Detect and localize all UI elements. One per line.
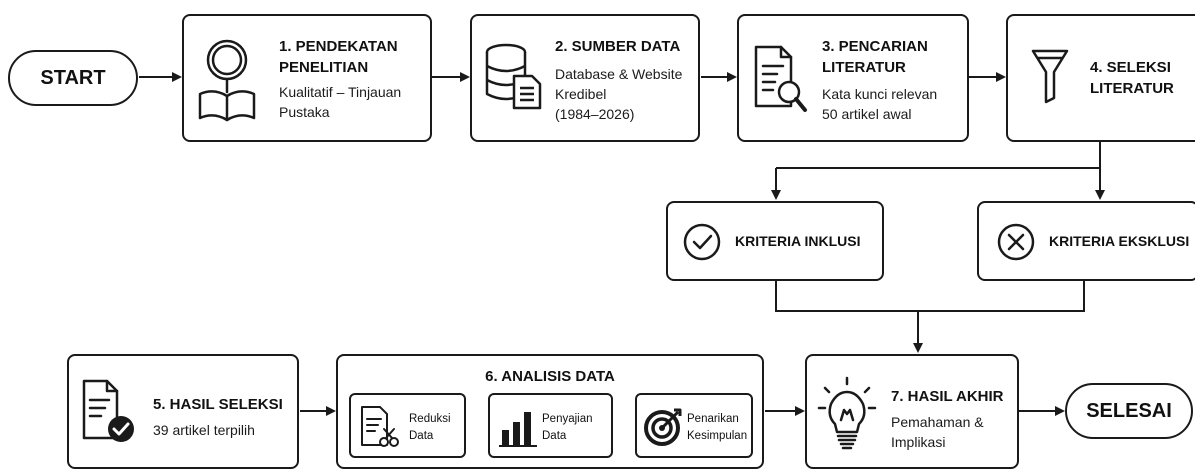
step3-box: 3. PENCARIAN LITERATUR Kata kunci releva…: [737, 14, 969, 142]
step1-subtitle: Kualitatif – Tinjauan Pustaka: [279, 84, 402, 120]
step2-subtitle-line3: (1984–2026): [555, 106, 635, 122]
step7-subtitle-line1: Pemahaman &: [891, 414, 984, 430]
step7-title: 7. HASIL AKHIR: [891, 388, 1004, 405]
end-node: SELESAI: [1065, 383, 1193, 439]
lightbulb-icon: [817, 376, 877, 450]
inclusion-label: KRITERIA INKLUSI: [735, 233, 861, 249]
start-node: START: [8, 50, 138, 106]
exclusion-box: KRITERIA EKSKLUSI: [977, 201, 1195, 281]
split-line: [776, 140, 1101, 169]
inclusion-box: KRITERIA INKLUSI: [666, 201, 884, 281]
x-circle-icon: [997, 223, 1035, 261]
step4-box: 4. SELEKSI LITERATUR: [1006, 14, 1195, 142]
document-search-icon: [754, 45, 807, 112]
step2-subtitle-line2: Kredibel: [555, 86, 607, 102]
bar-chart-icon: [499, 412, 537, 447]
database-icon: [485, 43, 542, 110]
step7-box: 7. HASIL AKHIR Pemahaman & Implikasi: [805, 354, 1019, 469]
step1-box: 1. PENDEKATAN PENELITIAN Kualitatif – Ti…: [182, 14, 432, 142]
substep-reduksi: Reduksi Data: [349, 393, 466, 458]
step1-title: 1. PENDEKATAN PENELITIAN: [279, 38, 398, 76]
step3-subtitle-line2: 50 artikel awal: [822, 106, 912, 122]
step5-box: 5. HASIL SELEKSI 39 artikel terpilih: [67, 354, 299, 469]
step5-title: 5. HASIL SELEKSI: [153, 396, 283, 413]
target-arrow-icon: [644, 408, 682, 446]
substep-reduksi-line1: Reduksi: [409, 413, 451, 425]
substep-penarikan-line1: Penarikan: [687, 413, 739, 425]
step4-title-line1: 4. SELEKSI: [1090, 59, 1171, 76]
step2-subtitle-line1: Database & Website: [555, 66, 683, 82]
substep-reduksi-line2: Data: [409, 430, 434, 442]
magnifier-book-icon: [198, 39, 256, 122]
step6-title: 6. ANALISIS DATA: [485, 368, 615, 385]
step5-subtitle: 39 artikel terpilih: [153, 422, 255, 438]
check-circle-icon: [683, 223, 721, 261]
step3-title-line2: LITERATUR: [822, 59, 906, 76]
step3-subtitle-line1: Kata kunci relevan: [822, 86, 938, 102]
substep-penarikan-line2: Kesimpulan: [687, 430, 748, 442]
exclusion-label: KRITERIA EKSKLUSI: [1049, 233, 1190, 249]
step2-title: 2. SUMBER DATA: [555, 38, 681, 55]
substep-penyajian: Penyajian Data: [488, 393, 613, 458]
step4-title-line2: LITERATUR: [1090, 80, 1174, 97]
step2-box: 2. SUMBER DATA Database & Website Kredib…: [470, 14, 700, 142]
funnel-icon: [1031, 49, 1069, 104]
substep-penyajian-line1: Penyajian: [542, 413, 593, 425]
document-scissors-icon: [361, 406, 399, 447]
merge-line: [775, 281, 1085, 312]
document-check-icon: [82, 379, 134, 442]
step3-title-line1: 3. PENCARIAN: [822, 38, 928, 55]
step7-subtitle-line2: Implikasi: [891, 434, 946, 450]
substep-penarikan: Penarikan Kesimpulan: [635, 393, 753, 458]
substep-penyajian-line2: Data: [542, 430, 567, 442]
